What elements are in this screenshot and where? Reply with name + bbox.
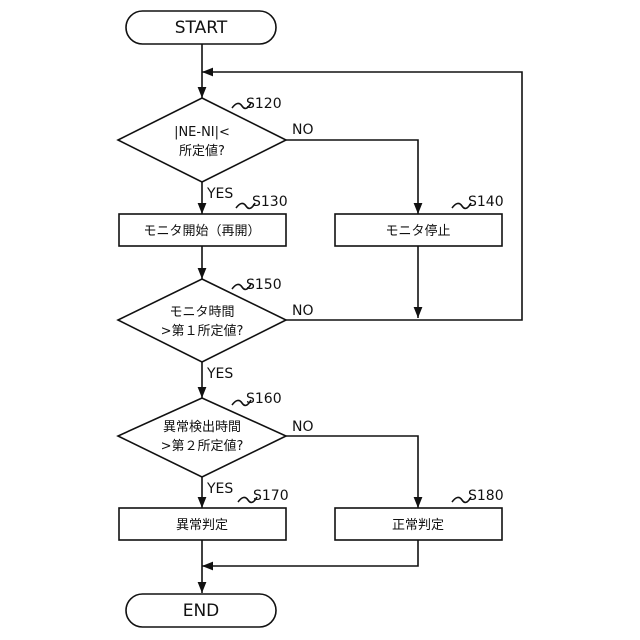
end-terminal: END — [126, 594, 276, 627]
decision-s160: 異常検出時間 >第２所定値? S160 NO YES — [118, 391, 314, 497]
arrow-d3-no — [286, 436, 418, 508]
arrow-s180-merge — [202, 540, 418, 566]
process-s180: 正常判定 S180 — [335, 488, 504, 540]
decision-s120-line1: |NE-NI|< — [174, 125, 230, 140]
process-s130: モニタ開始（再開） S130 — [119, 194, 288, 246]
process-s180-label: 正常判定 — [392, 518, 444, 533]
step-label-s130: S130 — [252, 194, 288, 210]
arrow-d1-no — [286, 140, 418, 214]
start-terminal: START — [126, 11, 276, 44]
decision-s120: |NE-NI|< 所定値? S120 NO YES — [118, 96, 314, 202]
no-label-s120: NO — [292, 122, 314, 138]
decision-s120-line2: 所定値? — [179, 143, 225, 159]
process-s140-label: モニタ停止 — [385, 223, 450, 239]
yes-label-s150: YES — [206, 366, 233, 382]
yes-label-s160: YES — [206, 481, 233, 497]
step-label-s180: S180 — [468, 488, 504, 504]
step-label-s170: S170 — [253, 488, 289, 504]
yes-label-s120: YES — [206, 186, 233, 202]
step-label-s140: S140 — [468, 194, 504, 210]
start-label: START — [175, 18, 228, 38]
decision-s150-line1: モニタ時間 — [169, 305, 234, 320]
decision-s150-line2: >第１所定値? — [161, 323, 244, 339]
decision-s160-line2: >第２所定値? — [161, 438, 244, 454]
process-s170-label: 異常判定 — [176, 518, 228, 533]
step-label-s160: S160 — [246, 391, 282, 407]
decision-s150: モニタ時間 >第１所定値? S150 NO YES — [118, 277, 314, 382]
process-s140: モニタ停止 S140 — [335, 194, 504, 246]
step-label-s120: S120 — [246, 96, 282, 112]
no-label-s160: NO — [292, 419, 314, 435]
process-s170: 異常判定 S170 — [119, 488, 289, 540]
end-label: END — [183, 601, 220, 621]
decision-s160-line1: 異常検出時間 — [163, 420, 241, 435]
step-label-s150: S150 — [246, 277, 282, 293]
process-s130-label: モニタ開始（再開） — [143, 224, 260, 239]
no-label-s150: NO — [292, 303, 314, 319]
